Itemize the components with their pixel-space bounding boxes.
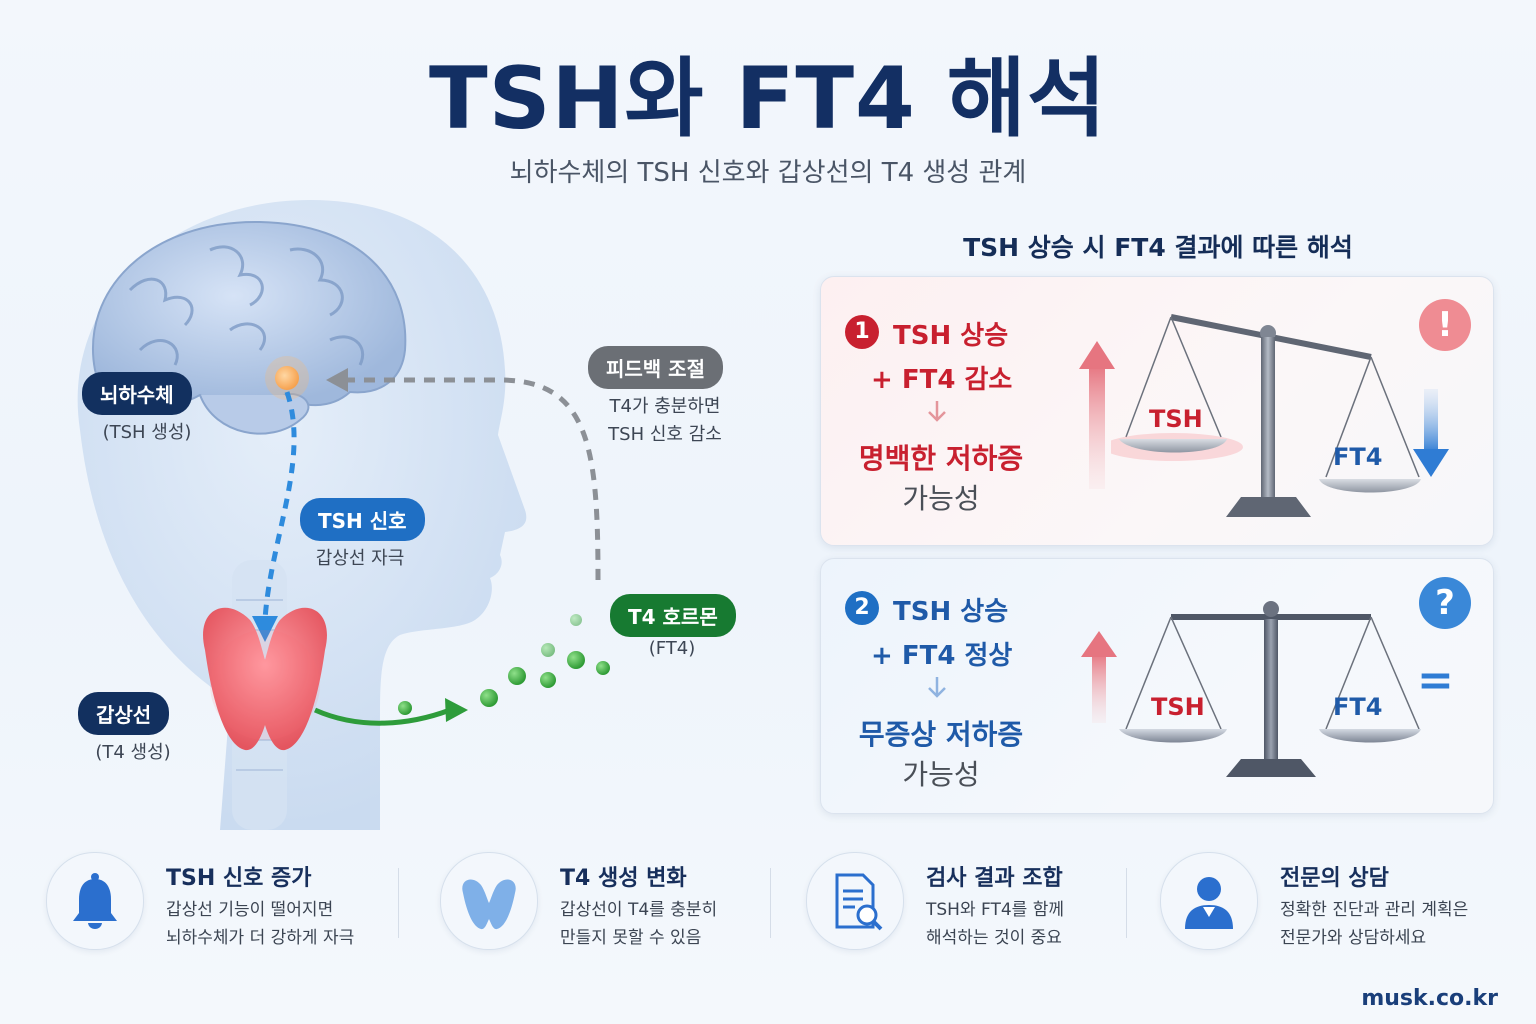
summary-desc-line: 갑상선이 T4를 충분히 [560, 900, 718, 920]
case-possibility: 가능성 [902, 758, 980, 791]
case-line-1: TSH 상승 [893, 597, 1009, 627]
case-number-badge: 1 [845, 315, 879, 349]
site-credit: musk.co.kr [1361, 986, 1498, 1011]
summary-desc-line: 해석하는 것이 중요 [926, 928, 1062, 948]
summary-title: TSH 신호 증가 [166, 866, 312, 891]
summary-desc: 정확한 진단과 관리 계획은 전문가와 상담하세요 [1280, 896, 1468, 952]
case-conclusion: 무증상 저하증 [858, 718, 1024, 751]
t4-sub: (FT4) [648, 638, 696, 659]
question-icon: ? [1419, 577, 1471, 629]
tsh-up-arrow-icon [1079, 341, 1115, 489]
scale-right-label: FT4 [1333, 693, 1383, 721]
summary-title: 검사 결과 조합 [926, 866, 1063, 891]
scale-left-label: TSH [1149, 405, 1203, 433]
feedback-arrow [345, 377, 601, 581]
tsh-signal-sub: 갑상선 자극 [315, 548, 405, 569]
summary-desc-line: 갑상선 기능이 떨어지면 [166, 900, 334, 920]
summary-desc: 갑상선이 T4를 충분히 만들지 못할 수 있음 [560, 896, 717, 952]
tsh-signal-label: TSH 신호 [300, 498, 425, 541]
summary-desc-line: 뇌하수체가 더 강하게 자극 [166, 928, 355, 948]
t4-molecules [398, 614, 610, 715]
summary-desc: 갑상선 기능이 떨어지면 뇌하수체가 더 강하게 자극 [166, 896, 354, 952]
feedback-sub-2: TSH 신호 감소 [608, 424, 722, 445]
thyroid-gland [203, 607, 327, 751]
bell-icon [46, 852, 144, 950]
bottom-summary: TSH 신호 증가 갑상선 기능이 떨어지면 뇌하수체가 더 강하게 자극 T4… [0, 838, 1536, 968]
case-conclusion: 명백한 저하증 [858, 442, 1024, 475]
thyroid-icon [440, 852, 538, 950]
balanced-scale-icon [1119, 601, 1421, 777]
divider [1126, 868, 1127, 938]
case-line-1: TSH 상승 [893, 321, 1009, 351]
summary-desc-line: TSH와 FT4를 함께 [926, 900, 1065, 920]
thyroid-sub: (T4 생성) [95, 742, 171, 763]
summary-desc-line: 전문가와 상담하세요 [1280, 928, 1427, 948]
case-possibility: 가능성 [902, 482, 980, 515]
summary-desc: TSH와 FT4를 함께 해석하는 것이 중요 [926, 896, 1064, 952]
scale-right-label: FT4 [1333, 443, 1383, 471]
case-number-badge: 2 [845, 591, 879, 625]
thyroid-label: 갑상선 [78, 692, 170, 735]
document-search-icon [806, 852, 904, 950]
equal-sign-icon: = [1417, 655, 1454, 706]
summary-desc-line: 정확한 진단과 관리 계획은 [1280, 900, 1469, 920]
page-title: TSH와 FT4 해석 [428, 49, 1108, 149]
pituitary-label: 뇌하수체 [82, 372, 192, 415]
interpretation-title: TSH 상승 시 FT4 결과에 따른 해석 [963, 233, 1353, 262]
case-card-2: 2 TSH 상승 + FT4 정상 무증상 저하증 가능성 TSH FT4 = … [820, 558, 1494, 814]
divider [398, 868, 399, 938]
divider [770, 868, 771, 938]
page-subtitle: 뇌하수체의 TSH 신호와 갑상선의 T4 생성 관계 [509, 158, 1027, 188]
pituitary-sub: (TSH 생성) [102, 422, 192, 443]
pituitary-gland [275, 366, 299, 390]
summary-title: 전문의 상담 [1280, 866, 1389, 891]
warning-icon: ! [1419, 299, 1471, 351]
tsh-signal-arrow [262, 391, 297, 621]
t4-label: T4 호르몬 [610, 594, 736, 637]
feedback-label: 피드백 조절 [588, 346, 723, 389]
ft4-down-arrow-icon [1413, 389, 1449, 477]
case-line-2: + FT4 감소 [871, 365, 1013, 395]
t4-release-arrow [313, 707, 451, 726]
case-card-1: 1 TSH 상승 + FT4 감소 명백한 저하증 가능성 TSH FT4 [820, 276, 1494, 546]
feedback-sub-1: T4가 충분하면 [609, 396, 721, 417]
summary-desc-line: 만들지 못할 수 있음 [560, 928, 702, 948]
down-arrow-icon [928, 677, 946, 698]
down-arrow-icon [928, 401, 946, 422]
tilted-scale-icon [1111, 314, 1421, 517]
case-line-2: + FT4 정상 [871, 641, 1013, 671]
tsh-up-arrow-icon [1081, 631, 1117, 723]
summary-title: T4 생성 변화 [560, 866, 687, 891]
doctor-icon [1160, 852, 1258, 950]
scale-left-label: TSH [1151, 693, 1205, 721]
